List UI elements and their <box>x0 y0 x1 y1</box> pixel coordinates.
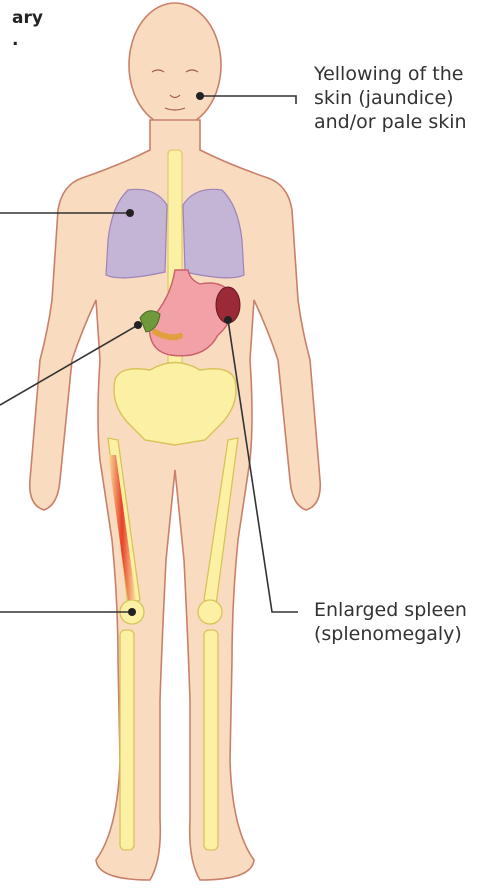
title-fragment-line1: ary <box>12 8 43 28</box>
label-spleen-line2: (splenomegaly) <box>314 622 462 646</box>
label-spleen-line1: Enlarged spleen <box>314 598 467 622</box>
label-jaundice-line2: skin (jaundice) <box>314 86 454 110</box>
title-fragment-line2: . <box>12 30 18 50</box>
label-jaundice-line3: and/or pale skin <box>314 110 467 134</box>
label-jaundice-line1: Yellowing of the <box>314 62 463 86</box>
head <box>129 3 221 127</box>
